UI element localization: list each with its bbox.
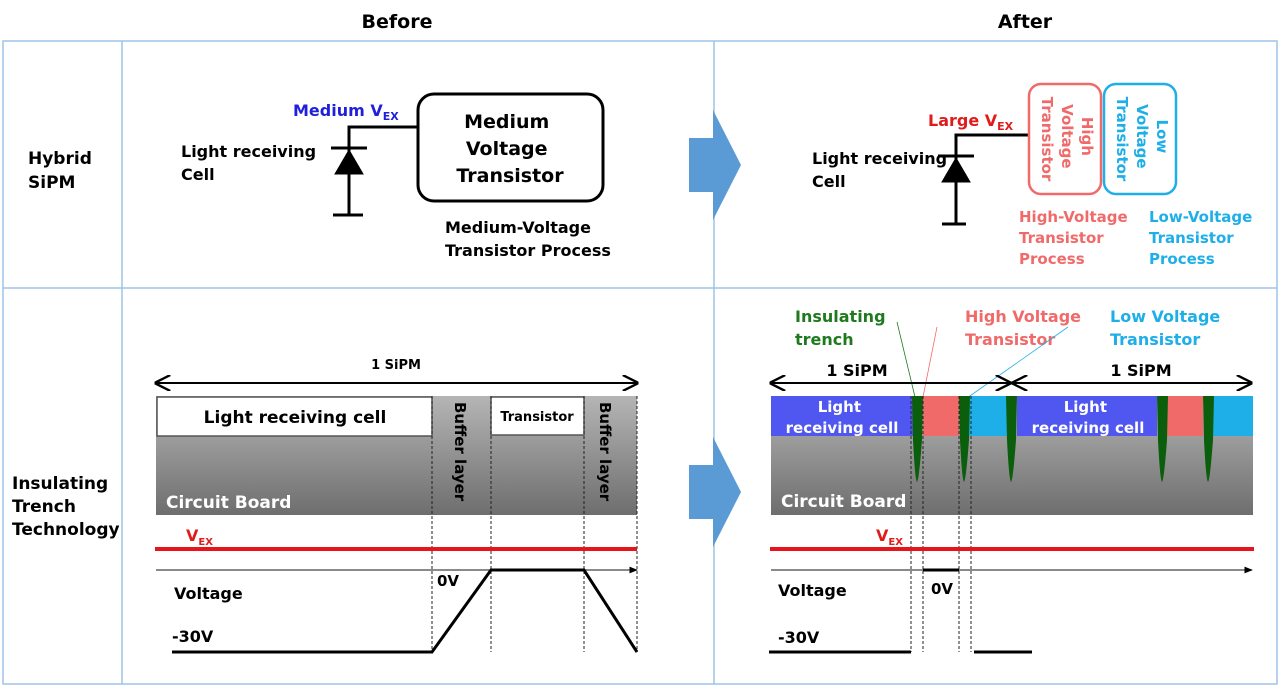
- high-voltage-transistor-callout: High Voltage Transistor: [965, 307, 1087, 349]
- row-label-insulating-trench: Insulating Trench Technology: [12, 474, 120, 540]
- transistor-label: Transistor: [500, 410, 574, 425]
- large-vex-label: Large VEX: [928, 111, 1014, 133]
- trench: [959, 396, 970, 482]
- light-receiving-cell-label: Light receiving Cell: [812, 149, 953, 191]
- medium-voltage-process-label: Medium-Voltage Transistor Process: [445, 218, 611, 260]
- after-hybrid-circuit: Large VEX Light receiving Cell High Volt…: [812, 82, 1258, 268]
- trench-callout-line: [896, 321, 916, 398]
- sipm-span-label-2: 1 SiPM: [1110, 361, 1171, 380]
- medium-voltage-transistor-label: Medium Voltage Transistor: [456, 111, 564, 187]
- header-before: Before: [362, 11, 433, 33]
- low-voltage-transistor-callout: Low Voltage Transistor: [1110, 307, 1226, 349]
- voltage-axis-label: Voltage: [778, 581, 847, 600]
- light-receiving-cell-label: Light receiving Cell: [181, 142, 322, 184]
- high-voltage-transistor-label: High Voltage Transistor: [1038, 97, 1096, 182]
- row-label-hybrid-sipm: Hybrid SiPM: [28, 149, 98, 193]
- light-receiving-cell-label-2: Light receiving cell: [1032, 398, 1145, 437]
- transition-arrow-bottom: [689, 437, 741, 547]
- medium-voltage-transistor-box: [416, 92, 605, 203]
- voltage-axis-label: Voltage: [174, 584, 243, 603]
- insulating-trench-label: Insulating trench: [795, 307, 891, 349]
- high-voltage-process-label: High-Voltage Transistor Process: [1019, 208, 1133, 268]
- low-voltage-transistor-label: Low Voltage Transistor: [1113, 97, 1171, 182]
- sipm-span-label-1: 1 SiPM: [826, 361, 887, 380]
- buffer-layer-label-1: Buffer layer: [451, 402, 469, 502]
- before-hybrid-circuit: Medium VEX Light receiving Cell Medium V…: [181, 92, 611, 260]
- insulating-trenches: [912, 396, 1214, 482]
- low-voltage-region-2: [1213, 396, 1253, 436]
- light-receiving-cell-label: Light receiving cell: [204, 408, 387, 428]
- voltage-profile-line: [172, 568, 639, 654]
- trench: [912, 396, 923, 482]
- trench: [1203, 396, 1214, 482]
- neg-30v-label: -30V: [778, 628, 820, 647]
- low-voltage-transistor-box: [1102, 82, 1178, 196]
- region-divider-lines: [910, 396, 972, 652]
- light-receiving-cell-block-1: [771, 396, 913, 436]
- buffer-layer-label-2: Buffer layer: [596, 402, 614, 502]
- trench: [1006, 396, 1017, 482]
- before-trench-cross-section: 1 SiPM Light receiving cell Transistor B…: [155, 358, 639, 654]
- low-voltage-region-1: [969, 396, 1009, 436]
- high-voltage-region-1: [923, 396, 959, 436]
- sipm-span-label: 1 SiPM: [371, 358, 421, 373]
- hv-callout-line: [922, 326, 938, 398]
- after-trench-cross-section: Insulating trench High Voltage Transisto…: [769, 307, 1254, 654]
- circuit-board-label: Circuit Board: [166, 493, 291, 513]
- vex-label: VEX: [876, 526, 903, 548]
- transition-arrow-top: [689, 110, 741, 220]
- trench: [1157, 396, 1168, 482]
- light-receiving-cell-block-2: [1017, 396, 1157, 436]
- medium-vex-label: Medium VEX: [293, 101, 399, 123]
- low-voltage-process-label: Low-Voltage Transistor Process: [1149, 208, 1258, 268]
- circuit-board-label: Circuit Board: [781, 492, 906, 512]
- photodiode-icon: [331, 125, 418, 217]
- high-voltage-region-2: [1167, 396, 1203, 436]
- light-receiving-cell-label-1: Light receiving cell: [786, 398, 899, 437]
- region-divider-lines: [431, 396, 638, 652]
- header-after: After: [998, 11, 1053, 33]
- zero-volt-label: 0V: [931, 580, 953, 598]
- vex-label: VEX: [186, 526, 213, 548]
- neg-30v-label: -30V: [172, 627, 214, 646]
- zero-volt-label: 0V: [437, 572, 459, 590]
- high-voltage-transistor-box: [1027, 82, 1103, 196]
